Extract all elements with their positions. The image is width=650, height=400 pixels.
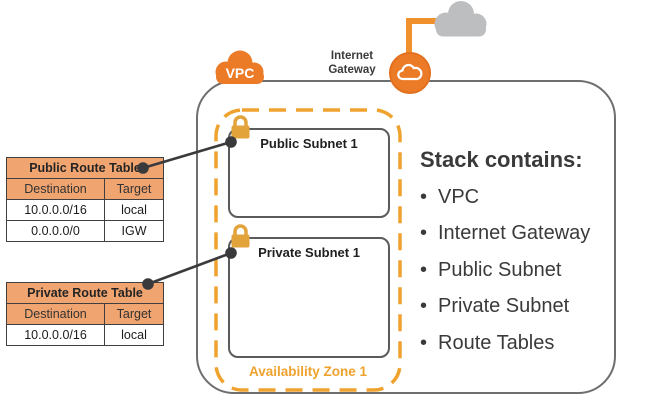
list-item-private-subnet: • Private Subnet bbox=[420, 289, 640, 326]
list-item-label: Route Tables bbox=[438, 331, 555, 354]
list-item-label: Internet Gateway bbox=[438, 222, 591, 245]
list-item-label: Public Subnet bbox=[438, 258, 562, 281]
stack-contains-panel: Stack contains: • VPC • Internet Gateway… bbox=[420, 147, 640, 362]
table-row: 10.0.0.0/16 local bbox=[6, 199, 164, 221]
bullet-icon: • bbox=[420, 331, 428, 354]
target-cell: local bbox=[104, 199, 164, 221]
table-title: Private Route Table bbox=[6, 282, 164, 304]
stack-contains-title: Stack contains: bbox=[420, 147, 583, 172]
list-item-vpc: • VPC bbox=[420, 179, 640, 216]
destination-cell: 0.0.0.0/0 bbox=[6, 220, 105, 242]
destination-cell: 10.0.0.0/16 bbox=[6, 199, 105, 221]
table-row: 0.0.0.0/0 IGW bbox=[6, 220, 164, 242]
stack-contains-list: • VPC • Internet Gateway • Public Subnet… bbox=[420, 179, 640, 362]
internet-gateway-icon bbox=[389, 52, 431, 94]
public-route-table: Public Route Table Destination Target 10… bbox=[6, 157, 164, 242]
target-cell: local bbox=[104, 324, 164, 346]
bullet-icon: • bbox=[420, 295, 428, 318]
column-header-destination: Destination bbox=[6, 178, 105, 200]
lock-icon bbox=[231, 115, 250, 139]
target-cell: IGW bbox=[104, 220, 164, 242]
list-item-label: VPC bbox=[438, 185, 480, 208]
destination-cell: 10.0.0.0/16 bbox=[6, 324, 105, 346]
public-subnet-box: Public Subnet 1 bbox=[228, 128, 390, 218]
column-header-destination: Destination bbox=[6, 303, 105, 325]
availability-zone-border bbox=[214, 108, 402, 392]
table-row: 10.0.0.0/16 local bbox=[6, 324, 164, 346]
vpc-cloud-icon: VPC bbox=[215, 50, 264, 84]
availability-zone-label: Availability Zone 1 bbox=[248, 364, 368, 379]
lock-icon bbox=[231, 224, 250, 248]
table-header-row: Destination Target bbox=[6, 303, 164, 325]
list-item-label: Private Subnet bbox=[438, 295, 570, 318]
private-subnet-label: Private Subnet 1 bbox=[258, 245, 360, 260]
cloud-glyph bbox=[397, 63, 423, 81]
bullet-icon: • bbox=[420, 185, 428, 208]
table-title: Public Route Table bbox=[6, 157, 164, 179]
internet-cloud-icon bbox=[434, 1, 487, 37]
private-route-table: Private Route Table Destination Target 1… bbox=[6, 282, 164, 346]
column-header-target: Target bbox=[104, 178, 164, 200]
list-item-internet-gateway: • Internet Gateway bbox=[420, 216, 640, 253]
bullet-icon: • bbox=[420, 258, 428, 281]
list-item-route-tables: • Route Tables bbox=[420, 325, 640, 362]
public-subnet-label: Public Subnet 1 bbox=[260, 136, 358, 151]
column-header-target: Target bbox=[104, 303, 164, 325]
vpc-badge-label: VPC bbox=[226, 65, 255, 81]
bullet-icon: • bbox=[420, 222, 428, 245]
list-item-public-subnet: • Public Subnet bbox=[420, 252, 640, 289]
private-subnet-box: Private Subnet 1 bbox=[228, 237, 390, 358]
internet-gateway-label: Internet Gateway bbox=[328, 50, 376, 76]
table-header-row: Destination Target bbox=[6, 178, 164, 200]
